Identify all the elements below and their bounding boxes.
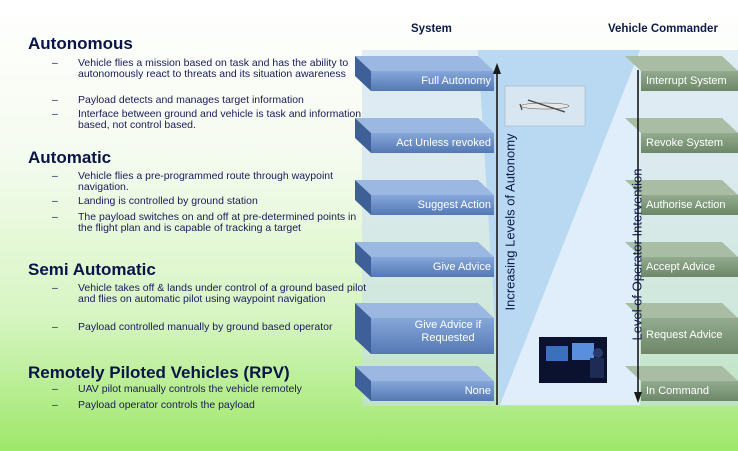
bullet-dash: – — [52, 211, 58, 223]
commander-step-face — [641, 318, 738, 354]
system-step-side — [355, 180, 371, 215]
system-step-top — [355, 180, 494, 195]
system-column-header: System — [411, 23, 452, 35]
bullet-text: Vehicle flies a pre-programmed route thr… — [78, 170, 334, 193]
commander-step-top — [625, 366, 738, 381]
commander-level-label: Accept Advice — [646, 261, 716, 273]
system-level-label: Give Advice if Requested — [414, 319, 482, 344]
system-level-label: Give Advice — [432, 261, 491, 273]
bullet-item: – The payload switches on and off at pre-… — [52, 212, 372, 245]
bullet-text: The payload switches on and off at pre-d… — [78, 211, 357, 234]
system-level-label: Suggest Action — [417, 199, 491, 211]
commander-step-face — [641, 381, 738, 401]
commander-column-header: Vehicle Commander — [608, 23, 718, 35]
section-title: Remotely Piloted Vehicles (RPV) — [28, 363, 290, 382]
bullet-item: – Vehicle takes off & lands under control… — [52, 283, 372, 316]
system-step-face — [371, 257, 494, 277]
bullet-dash: – — [52, 282, 58, 294]
system-step-face — [371, 133, 494, 153]
system-step-top — [355, 242, 494, 257]
bullet-text: Landing is controlled by ground station — [78, 195, 258, 207]
bullet-item: – Vehicle flies a pre-programmed route th… — [52, 171, 372, 193]
bullet-text: Payload detects and manages target infor… — [78, 94, 304, 106]
commander-level-label: Interrupt System — [646, 75, 727, 87]
bullet-text: UAV pilot manually controls the vehicle … — [78, 383, 302, 395]
commander-level-label: Request Advice — [646, 329, 723, 341]
system-step-side — [355, 118, 371, 153]
bullet-text: Payload controlled manually by ground ba… — [78, 321, 333, 333]
commander-level-label: Revoke System — [646, 137, 724, 149]
system-step-top — [355, 303, 494, 318]
bullet-item: – Payload operator controls the payload — [52, 400, 372, 411]
system-level-label: Act Unless revoked — [396, 137, 491, 149]
intervention-axis-label: Level of Operator Intervention — [629, 168, 645, 341]
commander-level-label: In Command — [646, 385, 709, 397]
system-level-label: Full Autonomy — [421, 75, 491, 87]
uav-aircraft-image — [504, 85, 586, 127]
bullet-text: Interface between ground and vehicle is … — [78, 108, 362, 131]
system-step-top — [355, 118, 494, 133]
bullet-dash: – — [52, 57, 58, 69]
section-title: Automatic — [28, 148, 112, 167]
commander-level-label: Authorise Action — [646, 199, 726, 211]
bullet-dash: – — [52, 195, 58, 207]
commander-step-face — [641, 195, 738, 215]
bullet-dash: – — [52, 399, 58, 411]
bullet-text: Vehicle takes off & lands under control … — [78, 282, 367, 305]
bullet-item: – Vehicle flies a mission based on task a… — [52, 58, 372, 91]
commander-step-top — [625, 303, 738, 318]
commander-step-face — [641, 133, 738, 153]
bullet-item: – UAV pilot manually controls the vehicle… — [52, 384, 372, 395]
commander-step-top — [625, 242, 738, 257]
system-step-face — [371, 381, 494, 401]
commander-step-face — [641, 71, 738, 91]
autonomy-axis-label: Increasing Levels of Autonomy — [502, 133, 518, 311]
bullet-text: Payload operator controls the payload — [78, 399, 255, 411]
system-step-top — [355, 366, 494, 381]
commander-step-face — [641, 257, 738, 277]
bullet-dash: – — [52, 321, 58, 333]
bullet-item: – Landing is controlled by ground station — [52, 196, 372, 207]
system-step-face — [371, 195, 494, 215]
commander-step-top — [625, 180, 738, 195]
bullet-dash: – — [52, 383, 58, 395]
system-step-side — [355, 56, 371, 91]
bullet-item: – Interface between ground and vehicle is… — [52, 109, 372, 131]
system-step-side — [355, 303, 371, 354]
section-title: Autonomous — [28, 34, 133, 53]
system-step-face — [371, 71, 494, 91]
commander-step-top — [625, 56, 738, 71]
bullet-dash: – — [52, 170, 58, 182]
system-level-label: None — [464, 385, 491, 397]
bullet-dash: – — [52, 108, 58, 120]
bullet-dash: – — [52, 94, 58, 106]
system-step-side — [355, 366, 371, 401]
commander-step-top — [625, 118, 738, 133]
system-step-face — [371, 318, 494, 354]
bullet-item: – Payload controlled manually by ground b… — [52, 322, 372, 344]
system-step-top — [355, 56, 494, 71]
bullet-text: Vehicle flies a mission based on task an… — [78, 57, 349, 80]
operator-workstation-image — [539, 337, 607, 383]
system-step-side — [355, 242, 371, 277]
bullet-item: – Payload detects and manages target info… — [52, 95, 372, 106]
section-title: Semi Automatic — [28, 260, 156, 279]
